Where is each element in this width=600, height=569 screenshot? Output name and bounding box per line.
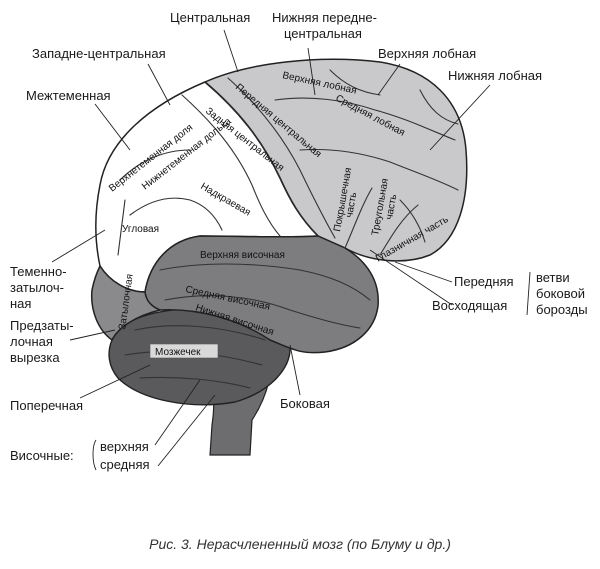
leader-ascending <box>369 249 453 306</box>
cerebellum-fold-1 <box>134 325 266 341</box>
leader-preoccipital <box>69 329 116 341</box>
leader-postcentral-west <box>147 63 171 106</box>
label-lower-precentral-1: Нижняя передне- <box>272 10 377 25</box>
leader-lower-precentral <box>307 47 316 96</box>
anterior-ramus <box>379 204 419 256</box>
label-parieto-occipital-3: ная <box>10 296 31 311</box>
inferior-temporal-sulcus <box>164 295 361 329</box>
frontal-fold-3 <box>399 199 426 243</box>
label-ascending: Восходящая <box>432 298 507 313</box>
temporal-bracket <box>92 439 97 471</box>
parieto-occipital-sulcus <box>117 199 126 256</box>
label-lower-precentral-2: центральная <box>284 26 362 41</box>
label-temporal: Височные: <box>10 448 74 463</box>
label-anterior: Передняя <box>454 274 514 289</box>
leader-lateral <box>289 344 301 396</box>
label-inner-upper-temporal: Верхняя височная <box>200 250 285 261</box>
label-central: Центральная <box>170 10 250 25</box>
leader-transverse <box>79 364 151 399</box>
label-transverse: Поперечная <box>10 398 83 413</box>
label-parieto-occipital-1: Теменно- <box>10 264 67 279</box>
leader-central <box>223 29 239 73</box>
postcentral-sulcus <box>181 94 281 237</box>
label-inner-angular: Угловая <box>122 224 159 235</box>
label-intraparietal: Межтеменная <box>26 88 111 103</box>
label-upper-frontal: Верхняя лобная <box>378 46 476 61</box>
label-inner-triangular-2: часть <box>384 193 399 220</box>
leader-temporal-upper <box>154 379 201 446</box>
leader-anterior <box>394 261 453 283</box>
supramarginal-gyrus-line <box>129 197 223 231</box>
label-preoccipital-1: Предзаты- <box>10 318 74 333</box>
label-branches-1: ветви <box>536 270 570 285</box>
label-lower-frontal: Нижняя лобная <box>448 68 542 83</box>
occipital-lobe <box>90 264 163 342</box>
leader-lower-frontal <box>429 84 491 151</box>
ascending-ramus <box>344 187 373 249</box>
cerebellum-fold-3 <box>139 376 251 389</box>
precentral-sulcus <box>227 77 336 239</box>
leader-intraparietal <box>94 103 131 151</box>
label-postcentral-west: Западне-центральная <box>32 46 166 61</box>
label-temporal-middle: средняя <box>100 457 150 472</box>
inferior-frontal-sulcus <box>299 148 459 191</box>
figure-caption: Рис. 3. Нерасчлененный мозг (по Блуму и … <box>149 536 451 552</box>
intraparietal-sulcus <box>119 149 191 181</box>
leader-temporal-middle <box>157 394 216 467</box>
label-branches-3: борозды <box>536 302 588 317</box>
label-preoccipital-2: лочная <box>10 334 53 349</box>
label-branches-2: боковой <box>536 286 585 301</box>
branches-bracket <box>526 271 531 316</box>
central-sulcus <box>204 81 319 237</box>
label-temporal-upper: верхняя <box>100 439 149 454</box>
superior-frontal-sulcus <box>274 97 456 141</box>
label-preoccipital-3: вырезка <box>10 350 60 365</box>
leader-parieto-occipital <box>51 229 106 263</box>
temporal-lobe <box>144 235 379 354</box>
frontal-fold-1 <box>329 69 381 96</box>
superior-temporal-sulcus <box>159 263 371 301</box>
cerebellum-label-box <box>149 343 219 359</box>
frontal-fold-2 <box>419 89 459 125</box>
label-parieto-occipital-2: затылоч- <box>10 280 64 295</box>
leader-upper-frontal <box>377 63 401 96</box>
label-lateral: Боковая <box>280 396 330 411</box>
label-inner-cerebellum: Мозжечек <box>155 347 201 358</box>
label-inner-opercular-2: часть <box>344 191 359 218</box>
